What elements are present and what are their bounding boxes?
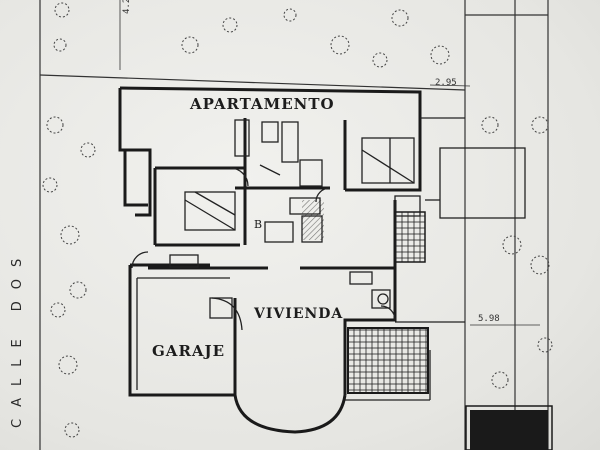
street-label: CALLE DOS	[10, 246, 25, 428]
dimension-top-right: 2.95	[435, 78, 457, 88]
interior-details	[131, 117, 526, 401]
tree-symbols	[42, 2, 553, 438]
vivienda-label: VIVIENDA	[254, 306, 344, 322]
property-boundary	[39, 0, 549, 450]
room-b-label: B	[254, 218, 264, 231]
apartamento-label: APARTAMENTO	[190, 95, 335, 113]
dimension-lines	[119, 0, 540, 326]
hatched-area	[302, 200, 324, 240]
stairs-apartment	[394, 211, 426, 263]
dark-block	[470, 410, 548, 450]
stairs-main	[347, 327, 429, 394]
dimension-right-side: 5.98	[478, 314, 500, 324]
garaje-label: GARAJE	[152, 342, 226, 360]
dimension-top-left: 4.20	[122, 0, 132, 14]
